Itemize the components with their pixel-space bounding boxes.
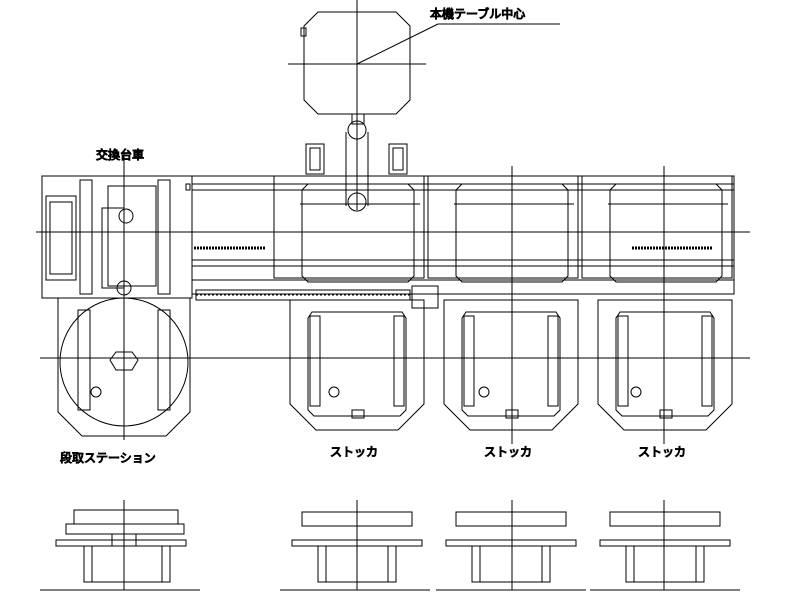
stocker-3 xyxy=(597,299,733,431)
exchange-cart-label: 交換台車 xyxy=(96,147,144,162)
transfer-shaft xyxy=(345,120,369,212)
center-lines xyxy=(36,150,750,444)
elevation-stocker-1 xyxy=(280,500,430,591)
stocker-1 xyxy=(289,299,425,431)
exchange-cart xyxy=(41,175,193,299)
stocker-1-label: ストッカ xyxy=(330,445,378,459)
stocker-2 xyxy=(443,299,579,431)
rail-pallet-2 xyxy=(427,175,579,283)
rail-section xyxy=(191,175,735,309)
setup-station-label: 段取ステーション xyxy=(60,450,156,465)
stocker-2-label: ストッカ xyxy=(484,445,532,459)
stocker-3-label: ストッカ xyxy=(638,445,686,459)
rail-pallet-1 xyxy=(273,175,425,283)
table-center-label: 本機テーブル中心 xyxy=(430,6,525,21)
clamp-blocks xyxy=(305,143,408,175)
elevation-stocker-2 xyxy=(436,500,586,591)
elevation-setup-station xyxy=(40,500,200,591)
rail-pallet-3 xyxy=(581,175,733,283)
elevation-stocker-3 xyxy=(590,500,740,591)
machine-table xyxy=(288,0,560,210)
